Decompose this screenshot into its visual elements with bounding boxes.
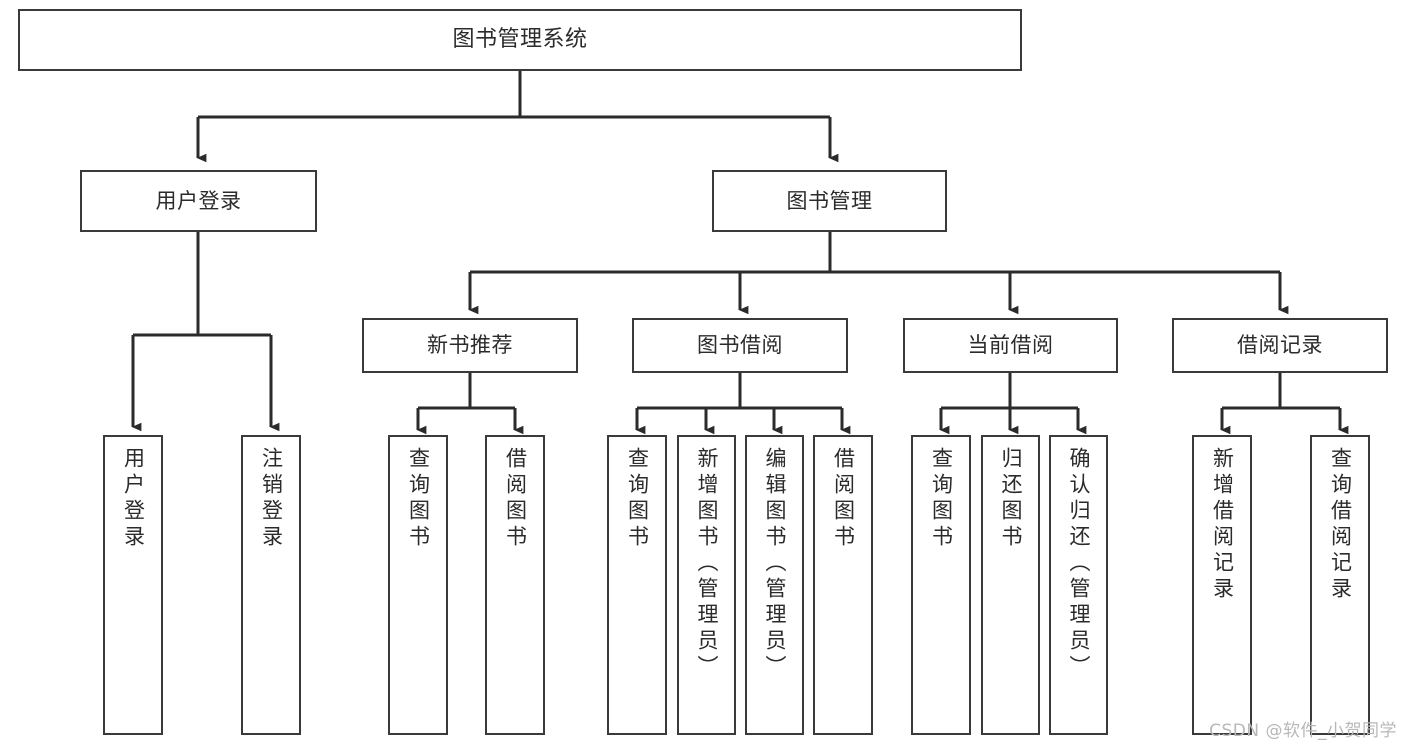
node-new-book-rec[interactable]: 新书推荐 <box>362 318 578 373</box>
watermark-text: CSDN @软件_小贺同学 <box>1209 721 1397 741</box>
node-label: 借阅图书 <box>503 447 528 551</box>
node-current-borrow[interactable]: 当前借阅 <box>903 318 1118 373</box>
node-label: 图书管理系统 <box>452 27 588 53</box>
node-label: 归还图书 <box>999 447 1023 551</box>
leaf-return-book[interactable]: 归还图书 <box>981 435 1040 735</box>
node-label: 编辑图书（管理员） <box>763 447 787 681</box>
node-label: 查询图书 <box>406 447 431 551</box>
node-label: 确认归还（管理员） <box>1067 447 1091 681</box>
leaf-confirm-return[interactable]: 确认归还（管理员） <box>1049 435 1108 735</box>
node-label: 借阅图书 <box>831 447 856 551</box>
leaf-borrow-book-2[interactable]: 借阅图书 <box>813 435 873 735</box>
leaf-edit-book[interactable]: 编辑图书（管理员） <box>745 435 804 735</box>
node-label: 用户登录 <box>121 447 146 551</box>
node-label: 借阅记录 <box>1237 333 1323 358</box>
leaf-add-book[interactable]: 新增图书（管理员） <box>677 435 736 735</box>
node-label: 查询图书 <box>929 447 954 551</box>
leaf-query-record[interactable]: 查询借阅记录 <box>1310 435 1370 735</box>
leaf-user-login[interactable]: 用户登录 <box>103 435 163 735</box>
node-label: 新增借阅记录 <box>1210 447 1235 603</box>
leaf-borrow-book-1[interactable]: 借阅图书 <box>485 435 545 735</box>
node-label: 注销登录 <box>259 447 284 551</box>
node-borrow-record[interactable]: 借阅记录 <box>1172 318 1388 373</box>
node-label: 新增图书（管理员） <box>695 447 719 681</box>
node-user-login[interactable]: 用户登录 <box>80 170 317 232</box>
node-label: 用户登录 <box>155 188 242 213</box>
node-label: 图书借阅 <box>697 333 783 358</box>
leaf-query-book-3[interactable]: 查询图书 <box>911 435 971 735</box>
node-label: 当前借阅 <box>967 333 1054 358</box>
node-book-admin[interactable]: 图书管理 <box>712 170 947 232</box>
leaf-logout[interactable]: 注销登录 <box>241 435 301 735</box>
leaf-query-book-1[interactable]: 查询图书 <box>388 435 448 735</box>
node-label: 图书管理 <box>786 188 873 213</box>
node-root-system[interactable]: 图书管理系统 <box>18 9 1022 71</box>
leaf-add-record[interactable]: 新增借阅记录 <box>1192 435 1252 735</box>
node-label: 查询图书 <box>625 447 650 551</box>
node-book-borrow[interactable]: 图书借阅 <box>632 318 848 373</box>
node-label: 查询借阅记录 <box>1328 447 1353 603</box>
node-label: 新书推荐 <box>427 333 513 358</box>
leaf-query-book-2[interactable]: 查询图书 <box>607 435 667 735</box>
